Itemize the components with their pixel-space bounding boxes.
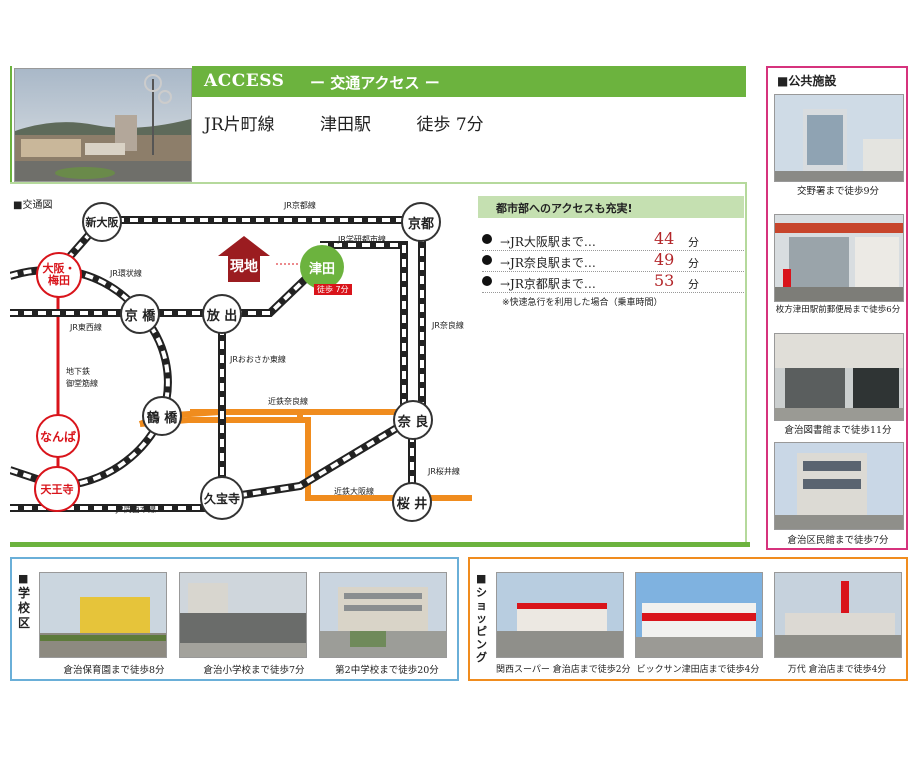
shopping-photo-kansai-super (496, 572, 624, 658)
line-label-kanjo: JR環状線 (110, 269, 142, 278)
city-access-label: →JR京都駅まで… (500, 277, 596, 291)
public-photo-library (774, 333, 904, 421)
station-tennoji: 天王寺 (34, 466, 80, 512)
tsuda-walk-badge: 徒歩 7分 (314, 284, 352, 295)
line-label-osakahigashi: JRおおさか東線 (230, 355, 286, 364)
station-sakurai: 桜 井 (392, 482, 432, 522)
city-access-label: →JR大阪駅まで… (500, 235, 596, 249)
city-access-list: →JR大阪駅まで… 44 分 →JR奈良駅まで… 49 分 →JR京都駅まで… … (482, 229, 744, 308)
public-panel (766, 66, 908, 550)
school-photo-junior-high (319, 572, 447, 658)
public-photo-community-hall (774, 442, 904, 530)
line-label-sakurai: JR桜井線 (428, 467, 460, 476)
line-label-kintetsu-osaka: 近鉄大阪線 (334, 487, 374, 496)
tsuda-station-photo (14, 68, 192, 182)
city-access-header: 都市部へのアクセスも充実! (478, 196, 744, 218)
public-title: ■公共施設 (777, 74, 837, 88)
station-namba: なんば (36, 414, 80, 458)
shopping-photo-bigsan (635, 572, 763, 658)
shopping-title: ショッピング (476, 586, 487, 664)
station-shinosaka: 新大阪 (82, 202, 122, 242)
city-access-minutes: 44 (654, 229, 675, 248)
shopping-caption: 関西スーパー 倉治店まで徒歩2分 (496, 665, 631, 675)
city-access-unit: 分 (688, 257, 699, 270)
access-title-en: ACCESS (204, 71, 285, 91)
school-photo-elementary (179, 572, 307, 658)
school-photo-nursery (39, 572, 167, 658)
school-title-mark: ■ (18, 572, 29, 585)
route-station: 津田駅 (320, 115, 372, 135)
route-walk: 徒歩 7分 (416, 115, 484, 135)
school-caption: 倉治保育園まで徒歩8分 (63, 665, 165, 676)
station-osaka-umeda: 大阪・梅田 (36, 252, 82, 298)
bullet-icon (482, 276, 492, 286)
line-label-kansai-main: JR関西本線 (116, 505, 156, 514)
line-label-kintetsu-nara: 近鉄奈良線 (268, 397, 308, 406)
city-access-unit: 分 (688, 236, 699, 249)
station-kyuhoji: 久宝寺 (200, 476, 244, 520)
city-access-row: →JR奈良駅まで… 49 分 (482, 250, 744, 272)
shopping-caption: ビックサン津田店まで徒歩4分 (636, 665, 760, 675)
station-tsuda-label: 津田 (308, 262, 335, 277)
line-label-nara: JR奈良線 (432, 321, 464, 330)
public-caption: 交野署まで徒歩9分 (796, 186, 880, 197)
city-access-minutes: 49 (654, 250, 675, 269)
shopping-title-mark: ■ (476, 572, 487, 585)
school-panel (10, 557, 459, 681)
public-photo-police (774, 94, 904, 182)
public-caption: 倉治図書館まで徒歩11分 (784, 425, 892, 436)
station-tsuda (300, 245, 344, 289)
line-label-tozai: JR東西線 (70, 323, 102, 332)
station-tsuruhashi: 鶴 橋 (142, 396, 182, 436)
access-title-jp: ー 交通アクセス ー (310, 74, 440, 92)
city-access-title: 都市部へのアクセスも充実! (496, 202, 633, 215)
public-caption: 倉治区民館まで徒歩7分 (787, 535, 889, 546)
station-hanaten: 放 出 (202, 294, 242, 334)
line-label-kyoto: JR京都線 (284, 201, 316, 210)
station-kyoto: 京都 (401, 202, 441, 242)
city-access-unit: 分 (688, 278, 699, 291)
bullet-icon (482, 255, 492, 265)
route-line: JR片町線 (204, 115, 275, 135)
city-access-row: →JR大阪駅まで… 44 分 (482, 229, 744, 251)
city-access-note: ※快速急行を利用した場合（乗車時間） (502, 298, 663, 308)
access-route: JR片町線 津田駅 徒歩 7分 (204, 110, 484, 135)
shopping-caption: 万代 倉治店まで徒歩4分 (787, 665, 887, 675)
station-nara: 奈 良 (393, 400, 433, 440)
shopping-panel (468, 557, 908, 681)
school-title: 学校区 (18, 586, 31, 630)
access-panel (10, 66, 750, 547)
line-label-subway-2: 御堂筋線 (66, 379, 98, 388)
line-label-subway-1: 地下鉄 (66, 367, 90, 376)
public-photo-post-office (774, 214, 904, 302)
shopping-photo-mandai (774, 572, 902, 658)
public-caption: 枚方津田駅前郵便局まで徒歩6分 (775, 305, 901, 315)
map-title: ■交通図 (13, 200, 53, 211)
school-caption: 倉治小学校まで徒歩7分 (203, 665, 305, 676)
station-kyobashi: 京 橋 (120, 294, 160, 334)
line-label-gakkentoshi: JR学研都市線 (338, 235, 386, 244)
school-caption: 第2中学校まで徒歩20分 (335, 665, 439, 676)
city-access-row: →JR京都駅まで… 53 分 (482, 271, 744, 293)
city-access-minutes: 53 (654, 271, 675, 290)
bullet-icon (482, 234, 492, 244)
city-access-label: →JR奈良駅まで… (500, 256, 596, 270)
access-header-bar: ACCESS ー 交通アクセス ー (192, 66, 746, 97)
genchi-label: 現地 (230, 259, 258, 275)
